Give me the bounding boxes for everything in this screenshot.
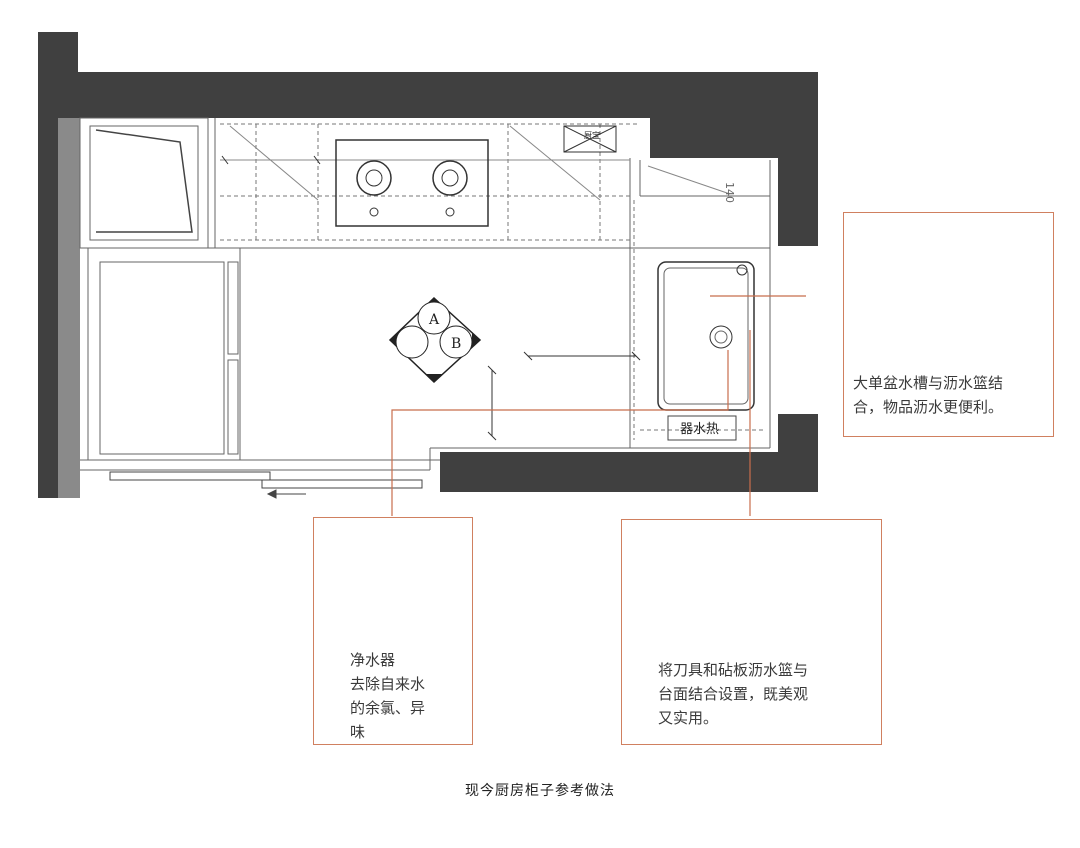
sink-callout: 大单盆水槽与沥水篮结 合，物品沥水更便利。 [843,212,1054,437]
purifier-callout-line-2: 去除自来水 [350,675,426,693]
purifier-callout: 净水器 去除自来水 的余氯、异 味 [313,517,473,745]
dishwasher-label: 器水热 [680,422,719,437]
knife-callout: 将刀具和砧板沥水篮与 台面结合设置，既美观 又实用。 [621,519,882,745]
purifier-callout-line-1: 净水器 [350,651,396,669]
svg-text:厨宝: 厨宝 [584,130,600,140]
door-swing-symbol: A B [388,296,482,384]
sink-basin [657,261,755,411]
dimension-label: 140 [723,182,736,203]
small-heater-box: 厨宝 [563,125,617,153]
knife-callout-line-1: 将刀具和砧板沥水篮与 [658,661,809,679]
figure-caption: 现今厨房柜子参考做法 [465,783,615,799]
walls [38,32,818,498]
sink-callout-line-2: 合，物品沥水更便利。 [853,398,1004,416]
cooktop [335,139,489,227]
purifier-callout-line-3: 的余氯、异 [350,699,426,717]
svg-text:B: B [451,336,461,352]
purifier-callout-line-4: 味 [350,723,366,741]
sink-callout-line-1: 大单盆水槽与沥水篮结 [853,374,1004,392]
knife-callout-line-3: 又实用。 [658,709,719,727]
svg-text:A: A [428,312,440,328]
knife-callout-line-2: 台面结合设置，既美观 [658,685,809,703]
